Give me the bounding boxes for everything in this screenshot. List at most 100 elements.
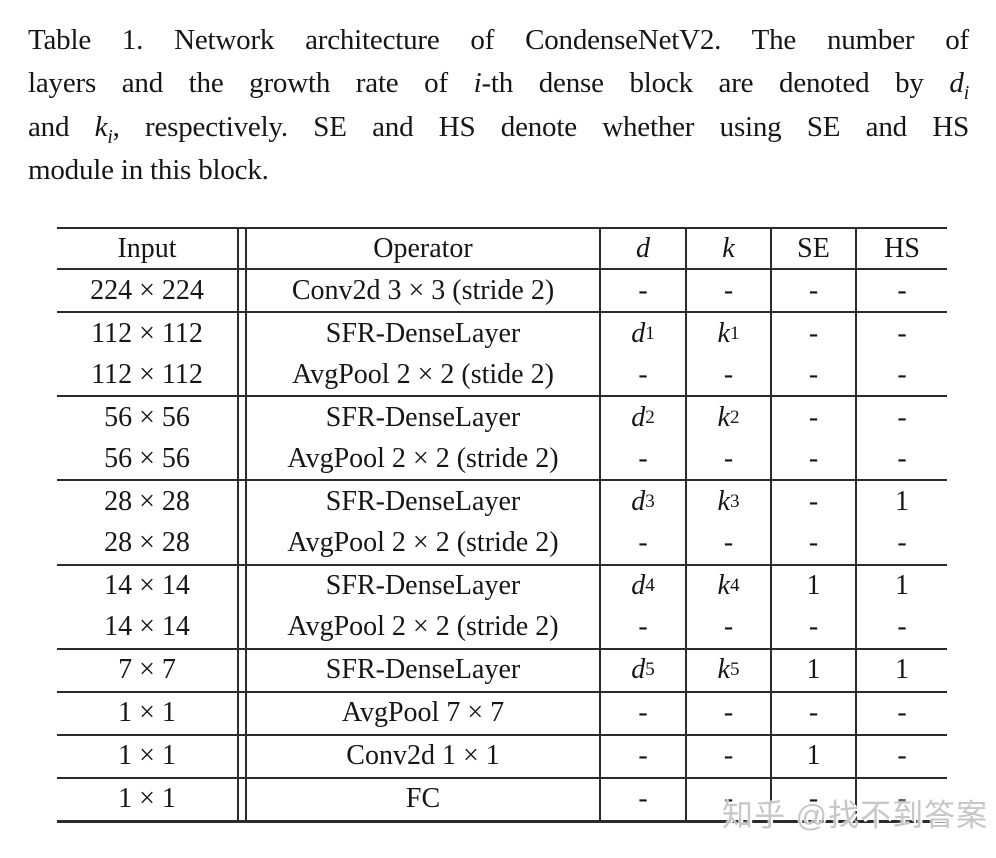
cell-operator: SFR-DenseLayer xyxy=(325,485,521,517)
cell-se: 1 xyxy=(770,565,855,607)
math-symbol: k xyxy=(717,570,730,602)
caption-text: , respectively. SE and HS denote whether… xyxy=(112,110,970,143)
caption-text: module in this block. xyxy=(28,154,269,187)
cell-input: 56 × 56 xyxy=(104,442,190,474)
cell-d: - xyxy=(599,438,685,480)
cell-input: 14 × 14 xyxy=(104,611,190,643)
caption-line: module in this block. xyxy=(28,149,969,192)
cell-se: - xyxy=(770,313,855,355)
double-rule xyxy=(237,606,247,648)
double-rule xyxy=(237,397,247,439)
math-symbol: d xyxy=(631,654,646,686)
header-input: Input xyxy=(117,232,177,264)
cell-d: - xyxy=(599,735,685,777)
cell-d: - xyxy=(599,270,685,312)
cell-d: - xyxy=(599,692,685,734)
header-hs: HS xyxy=(855,229,947,268)
header-k: k xyxy=(685,229,770,268)
math-symbol: k xyxy=(717,401,730,433)
caption-text: Table 1. Network architecture of Condens… xyxy=(28,24,969,56)
cell-operator: SFR-DenseLayer xyxy=(325,570,521,602)
math-symbol: k xyxy=(717,485,730,517)
cell-input: 1 × 1 xyxy=(118,783,176,815)
cell-k: - xyxy=(685,778,770,821)
double-rule xyxy=(237,565,247,607)
table-caption: Table 1. Network architecture of Condens… xyxy=(28,19,969,193)
cell-se: 1 xyxy=(770,735,855,777)
cell-input: 56 × 56 xyxy=(104,401,190,433)
double-rule xyxy=(237,778,247,821)
cell-k: - xyxy=(685,270,770,312)
cell-operator: FC xyxy=(405,783,441,815)
cell-se: - xyxy=(770,606,855,648)
cell-hs: - xyxy=(855,522,947,564)
math-symbol: d xyxy=(631,401,646,433)
cell-hs: - xyxy=(855,735,947,777)
cell-operator: AvgPool 2 × 2 (stride 2) xyxy=(287,442,559,474)
cell-k: - xyxy=(685,354,770,396)
caption-text: k xyxy=(94,110,108,143)
caption-line: and ki, respectively. SE and HS denote w… xyxy=(28,106,969,149)
cell-input: 112 × 112 xyxy=(91,317,203,349)
cell-input: 14 × 14 xyxy=(104,570,190,602)
cell-operator: SFR-DenseLayer xyxy=(325,654,521,686)
caption-text: d xyxy=(949,67,964,100)
double-rule xyxy=(237,522,247,564)
cell-k: - xyxy=(685,692,770,734)
watermark: 知乎 @找不到答案 xyxy=(722,798,989,833)
cell-se: - xyxy=(770,522,855,564)
cell-operator: SFR-DenseLayer xyxy=(325,401,521,433)
cell-operator: AvgPool 2 × 2 (stride 2) xyxy=(287,527,559,558)
caption-text: layers and the growth rate of xyxy=(28,67,474,100)
math-symbol: k xyxy=(717,317,730,349)
cell-operator: AvgPool 2 × 2 (stide 2) xyxy=(292,358,554,390)
header-se: SE xyxy=(770,229,855,268)
caption-text: i xyxy=(473,67,482,100)
cell-operator: AvgPool 2 × 2 (stride 2) xyxy=(287,611,559,643)
double-rule xyxy=(237,481,247,523)
caption-text: -th dense block are denoted by xyxy=(481,67,950,100)
double-rule xyxy=(237,692,247,734)
cell-d: - xyxy=(599,354,685,396)
cell-input: 7 × 7 xyxy=(118,654,176,686)
cell-se: - xyxy=(770,270,855,312)
cell-se: - xyxy=(770,438,855,480)
cell-d: - xyxy=(599,778,685,821)
caption-text: i xyxy=(963,82,969,105)
cell-hs: 1 xyxy=(855,481,947,523)
cell-k: - xyxy=(685,438,770,480)
cell-se: - xyxy=(770,354,855,396)
cell-operator: Conv2d 1 × 1 xyxy=(346,740,500,772)
caption-line: Table 1. Network architecture of Condens… xyxy=(28,19,969,62)
cell-se: - xyxy=(770,778,855,821)
caption-line: layers and the growth rate of i-th dense… xyxy=(28,62,969,105)
cell-input: 1 × 1 xyxy=(118,740,176,772)
cell-se: - xyxy=(770,481,855,523)
cell-input: 28 × 28 xyxy=(104,527,190,558)
cell-k: - xyxy=(685,735,770,777)
cell-operator: SFR-DenseLayer xyxy=(325,317,521,349)
math-symbol: k xyxy=(717,654,730,686)
cell-hs: - xyxy=(855,313,947,355)
double-rule xyxy=(237,313,247,355)
cell-d: - xyxy=(599,522,685,564)
cell-k: - xyxy=(685,606,770,648)
cell-hs: 1 xyxy=(855,565,947,607)
